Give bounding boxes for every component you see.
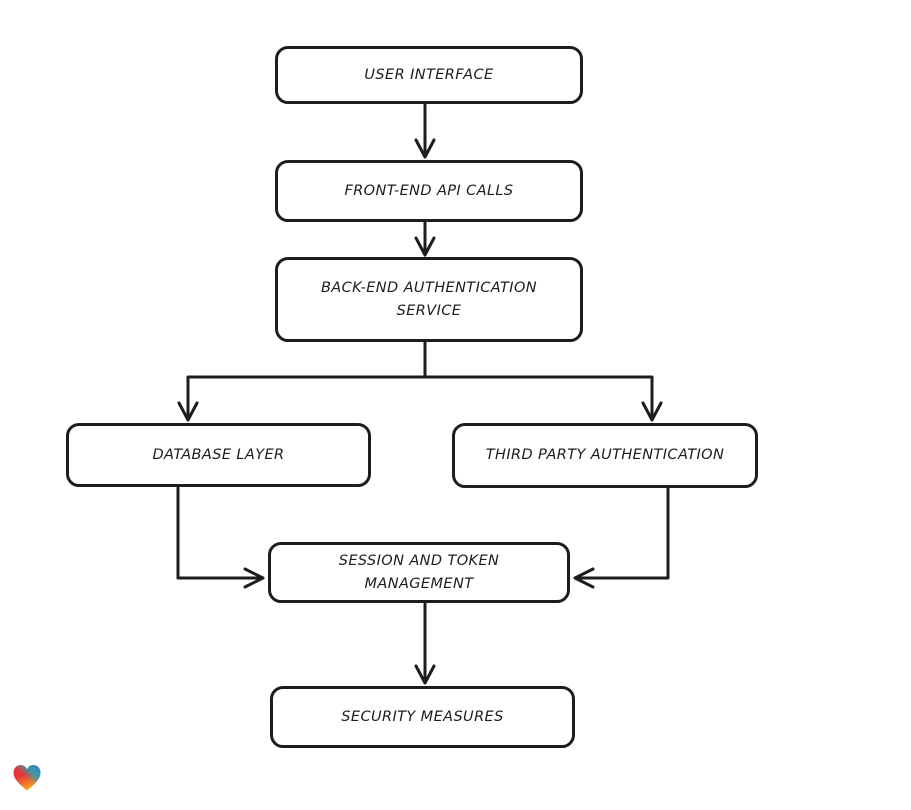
- heart-logo: [13, 765, 41, 791]
- edge-line: [577, 487, 670, 580]
- edge-front-end-to-back-end: [414, 221, 436, 257]
- node-user-interface: USER INTERFACE: [275, 46, 583, 104]
- arrowhead-down-icon: [414, 138, 436, 159]
- node-back-end-authentication-service: BACK-END AUTHENTICATION SERVICE: [275, 257, 583, 342]
- node-label: MANAGEMENT: [364, 575, 474, 592]
- edge-third-party-to-session: [573, 487, 670, 589]
- edge-back-end-to-database-layer: [177, 340, 427, 422]
- node-label: THIRD PARTY AUTHENTICATION: [485, 447, 725, 463]
- arrowhead-down-icon: [414, 664, 436, 685]
- arrowhead-left-icon: [573, 567, 595, 589]
- edge-line: [176, 486, 261, 580]
- node-label: SESSION AND TOKEN: [338, 552, 500, 569]
- node-label: SERVICE: [396, 302, 462, 319]
- node-label: DATABASE LAYER: [152, 446, 285, 463]
- edge-database-layer-to-session: [176, 486, 265, 589]
- node-label: SECURITY MEASURES: [341, 708, 504, 725]
- edge-back-end-to-third-party: [423, 375, 663, 422]
- node-label: FRONT-END API CALLS: [344, 182, 514, 199]
- node-session-and-token-management: SESSION AND TOKEN MANAGEMENT: [268, 542, 570, 603]
- edge-line: [186, 340, 427, 418]
- arrowhead-down-icon: [177, 401, 199, 422]
- node-security-measures: SECURITY MEASURES: [270, 686, 575, 748]
- edge-line: [423, 375, 654, 418]
- edge-user-interface-to-front-end: [414, 103, 436, 159]
- node-third-party-authentication: THIRD PARTY AUTHENTICATION: [452, 423, 758, 488]
- arrowhead-down-icon: [641, 401, 663, 422]
- arrowhead-down-icon: [414, 236, 436, 257]
- node-label: USER INTERFACE: [364, 66, 494, 83]
- node-label: BACK-END AUTHENTICATION: [320, 279, 538, 296]
- arrowhead-right-icon: [243, 567, 265, 589]
- edge-session-to-security: [414, 602, 436, 685]
- heart-shape-overlay: [13, 765, 41, 791]
- node-database-layer: DATABASE LAYER: [66, 423, 371, 487]
- node-front-end-api-calls: FRONT-END API CALLS: [275, 160, 583, 222]
